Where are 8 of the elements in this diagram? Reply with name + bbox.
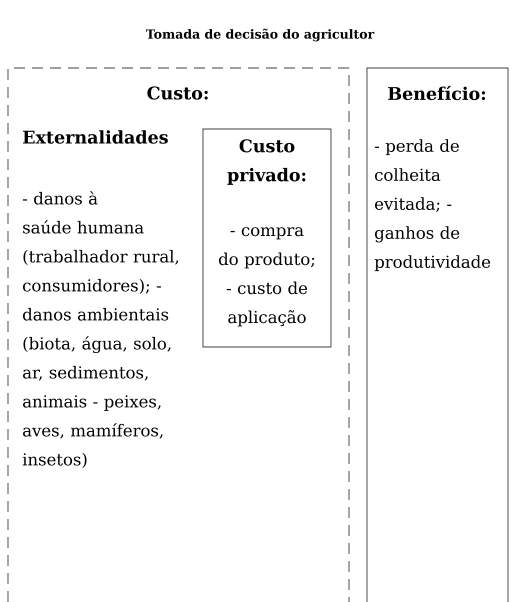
heading: Custo privado:	[227, 139, 306, 185]
bullet-list: - danos à saúde humana (trabalhador rural, consumidores); - danos ambientais (biota, água, solo, ar, sedimentos, animais - peixes, aves, mamíferos, insetos)	[22, 191, 178, 468]
heading: Externalidades	[23, 130, 168, 144]
title: Tomada de decisão do agricultor	[146, 28, 374, 42]
heading: Benefício:	[388, 86, 486, 100]
bullet-list: - compra do produto; - custo de aplicação	[218, 227, 314, 326]
heading: Custo:	[147, 86, 208, 100]
bullet-list: - perda de colheita evitada; - ganhos de produtividade	[374, 139, 490, 272]
